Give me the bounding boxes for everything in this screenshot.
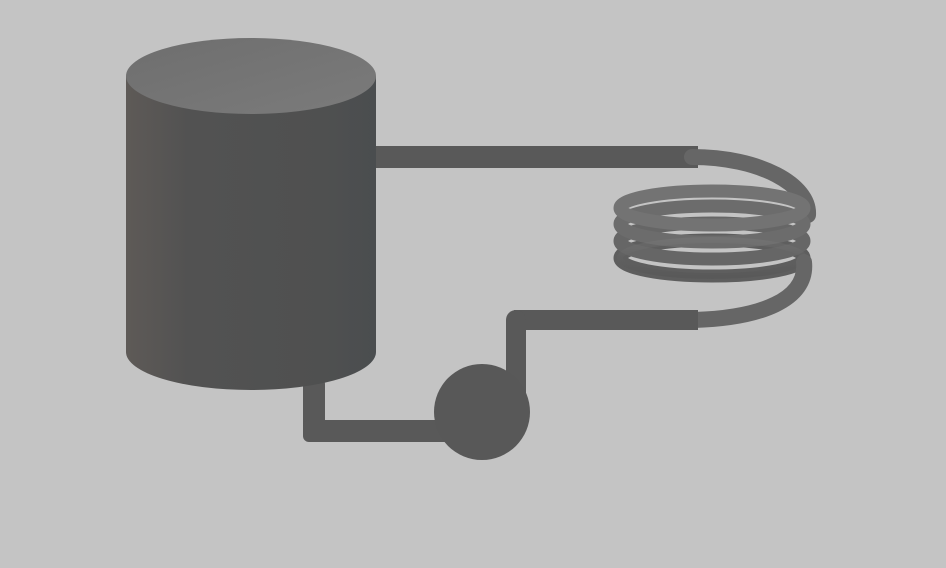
pump <box>434 364 530 460</box>
heat-exchanger-coil <box>613 184 813 328</box>
storage-tank <box>126 38 376 390</box>
return-pipe <box>506 310 698 420</box>
tank-outlet-pipe <box>303 378 453 442</box>
